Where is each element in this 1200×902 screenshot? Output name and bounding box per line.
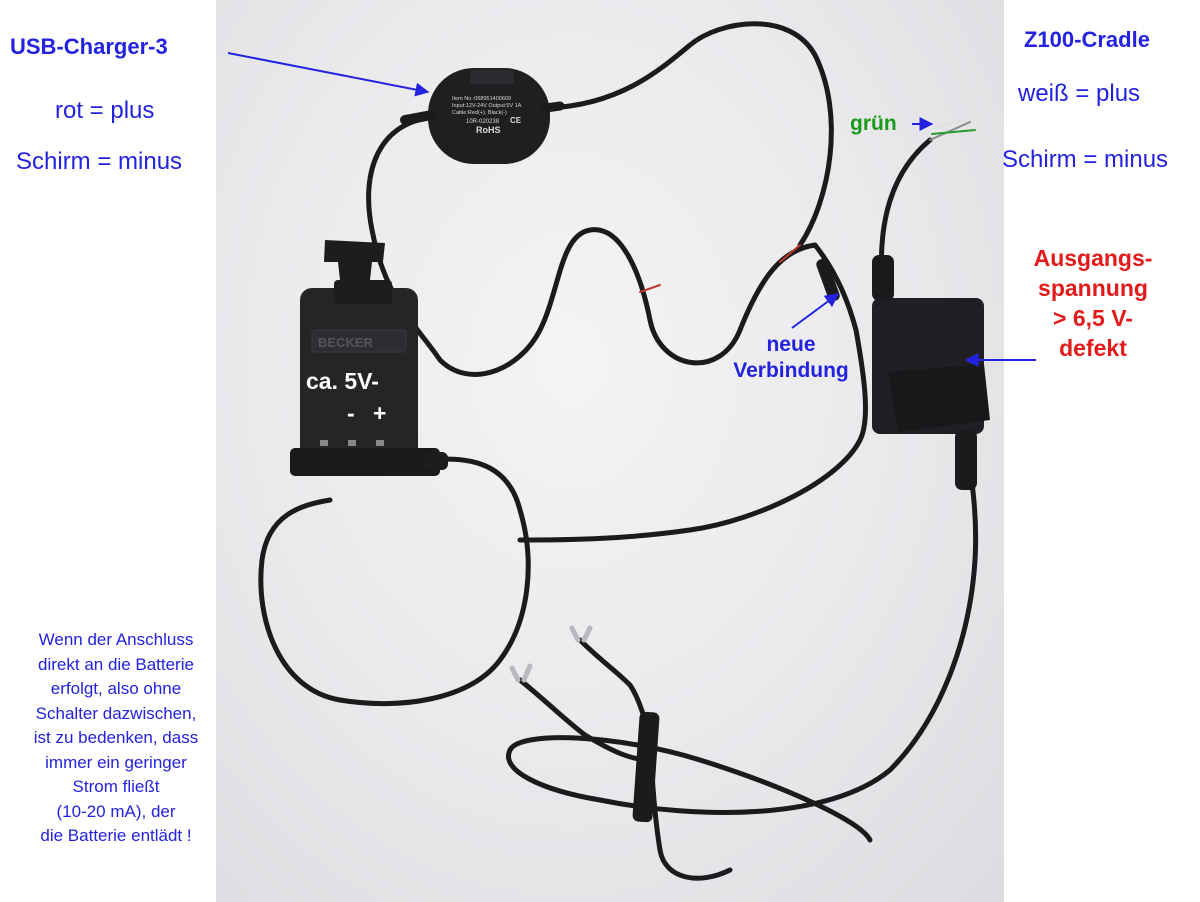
usb-shield-minus-label: Schirm = minus <box>16 148 183 175</box>
note-line: die Batterie entlädt ! <box>40 826 192 845</box>
cable-usb-top <box>545 21 834 248</box>
output-voltage-line-1: Ausgangs- <box>1033 245 1153 271</box>
output-voltage-line-4: defekt <box>1059 335 1127 361</box>
note-line: immer ein geringer <box>45 752 187 772</box>
charger-print-ce: CE <box>510 116 522 125</box>
arrow-new-connection <box>791 293 840 329</box>
charger-print-code: 10R-020238 <box>466 119 500 125</box>
fuse-holder <box>632 711 660 823</box>
cable-new-connection <box>517 242 868 543</box>
cradle-plus-label: + <box>373 400 387 426</box>
charger-print-line-3: Cable:Red(+), Black(-) <box>452 110 507 116</box>
new-connection-label: neue Verbindung <box>718 332 864 384</box>
note-line: (10-20 mA), der <box>56 801 176 821</box>
cradle-minus-label: - <box>347 400 355 426</box>
note-line: Schalter dazwischen, <box>35 703 197 723</box>
new-connection-line-1: neue <box>766 333 816 356</box>
charger-print-line-2: Input:12V-24V Output:5V 1A <box>452 103 522 109</box>
adapter-box <box>872 255 990 490</box>
note-line: ist zu bedenken, dass <box>33 728 199 747</box>
battery-drain-note: Wenn der Anschluss direkt an die Batteri… <box>0 628 232 849</box>
z100-white-plus-label: weiß = plus <box>1018 80 1141 107</box>
output-voltage-line-2: spannung <box>1038 275 1148 301</box>
note-line: Wenn der Anschluss <box>38 630 194 649</box>
output-voltage-defect-label: Ausgangs- spannung > 6,5 V- defekt <box>1016 243 1170 363</box>
z100-cradle-title: Z100-Cradle <box>1024 27 1150 52</box>
bare-wires <box>639 117 976 293</box>
z100-cradle-holder: BECKER <box>290 240 448 476</box>
charger-print-rohs: RoHS <box>476 125 501 135</box>
note-line: Strom fließt <box>72 777 160 796</box>
green-wire-label: grün <box>850 112 897 135</box>
arrow-usb-charger <box>227 52 430 97</box>
usb-charger-title: USB-Charger-3 <box>10 34 168 59</box>
cradle-voltage-label: ca. 5V- <box>306 368 379 394</box>
z100-shield-minus-label: Schirm = minus <box>1002 146 1169 173</box>
note-line: direkt an die Batterie <box>38 654 194 674</box>
cable-cradle <box>258 456 531 707</box>
charger-print-line-1: Item No.:068951400609 <box>452 96 511 102</box>
cable-battery <box>506 427 979 843</box>
note-line: erfolgt, also ohne <box>50 679 182 698</box>
new-connection-sleeve <box>816 258 840 302</box>
usb-charger-body: Item No.:068951400609 Input:12V-24V Outp… <box>400 68 565 164</box>
new-connection-line-2: Verbindung <box>733 359 849 382</box>
cradle-brand: BECKER <box>318 335 374 350</box>
fork-terminals <box>509 625 593 683</box>
output-voltage-line-3: > 6,5 V- <box>1053 305 1133 331</box>
usb-red-plus-label: rot = plus <box>55 97 155 124</box>
cable-lead-2 <box>517 677 653 763</box>
